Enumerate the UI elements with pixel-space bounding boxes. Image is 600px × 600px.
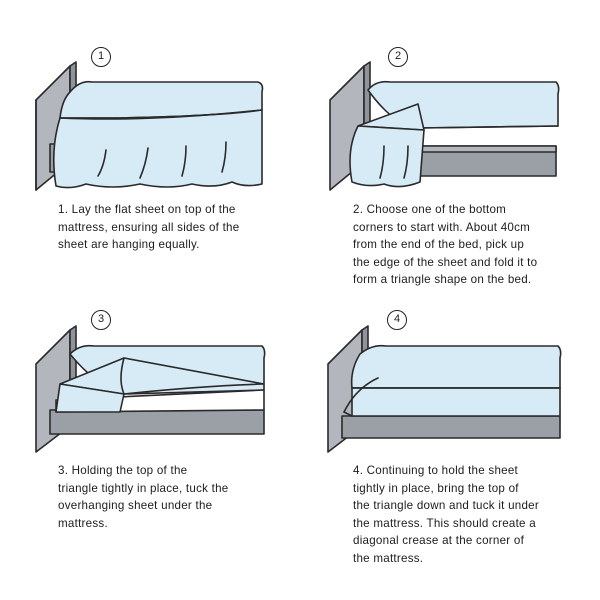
caption-line: sheet are hanging equally. <box>58 238 200 252</box>
caption-line: 1. Lay the flat sheet on top of the <box>58 203 236 216</box>
bed-sheet-tuck-icon <box>35 325 266 453</box>
caption-line: the mattress. This should create a <box>353 516 536 530</box>
step-4: 4 4. Continuing to hold the sheet tightl… <box>300 300 600 600</box>
caption-line: mattress. <box>58 516 108 530</box>
caption-line: diagonal crease at the corner of <box>353 534 525 548</box>
caption-line: 4. Continuing to hold the sheet <box>353 464 519 477</box>
step-1: 1 1. Lay the flat sheet on top of the ma… <box>0 0 300 300</box>
step-caption: 4. Continuing to hold the sheet tightly … <box>353 462 593 568</box>
step-caption: 1. Lay the flat sheet on top of the matt… <box>58 201 298 254</box>
step-caption: 3. Holding the top of the triangle tight… <box>58 462 298 532</box>
caption-line: the edge of the sheet and fold it to <box>353 255 538 269</box>
step-number-badge: 1 <box>91 47 111 67</box>
caption-line: triangle tightly in place, tuck the <box>58 481 229 495</box>
step-3: 3 3. Holding the top of the triangle tig… <box>0 300 300 600</box>
step-number-badge: 2 <box>388 47 408 67</box>
step-2: 2 2. Choose one of the bottom corners to… <box>300 0 600 300</box>
caption-line: the mattress. <box>353 551 424 565</box>
caption-line: the triangle down and tuck it under <box>353 499 539 513</box>
step-caption: 2. Choose one of the bottom corners to s… <box>353 201 593 289</box>
caption-line: form a triangle shape on the bed. <box>353 273 532 287</box>
caption-line: 2. Choose one of the bottom <box>353 203 507 216</box>
caption-line: tightly in place, bring the top of <box>353 481 519 495</box>
caption-line: corners to start with. About 40cm <box>353 220 531 234</box>
bed-sheet-corner-fold-icon <box>329 61 560 191</box>
caption-line: mattress, ensuring all sides of the <box>58 220 240 234</box>
bed-with-flat-sheet-icon <box>35 61 264 191</box>
caption-line: from the end of the bed, pick up <box>353 238 525 252</box>
caption-line: 3. Holding the top of the <box>58 464 188 477</box>
bed-sheet-crease-icon <box>327 325 562 453</box>
step-number-badge: 4 <box>387 310 407 330</box>
caption-line: overhanging sheet under the <box>58 499 213 513</box>
step-number-badge: 3 <box>91 310 111 330</box>
